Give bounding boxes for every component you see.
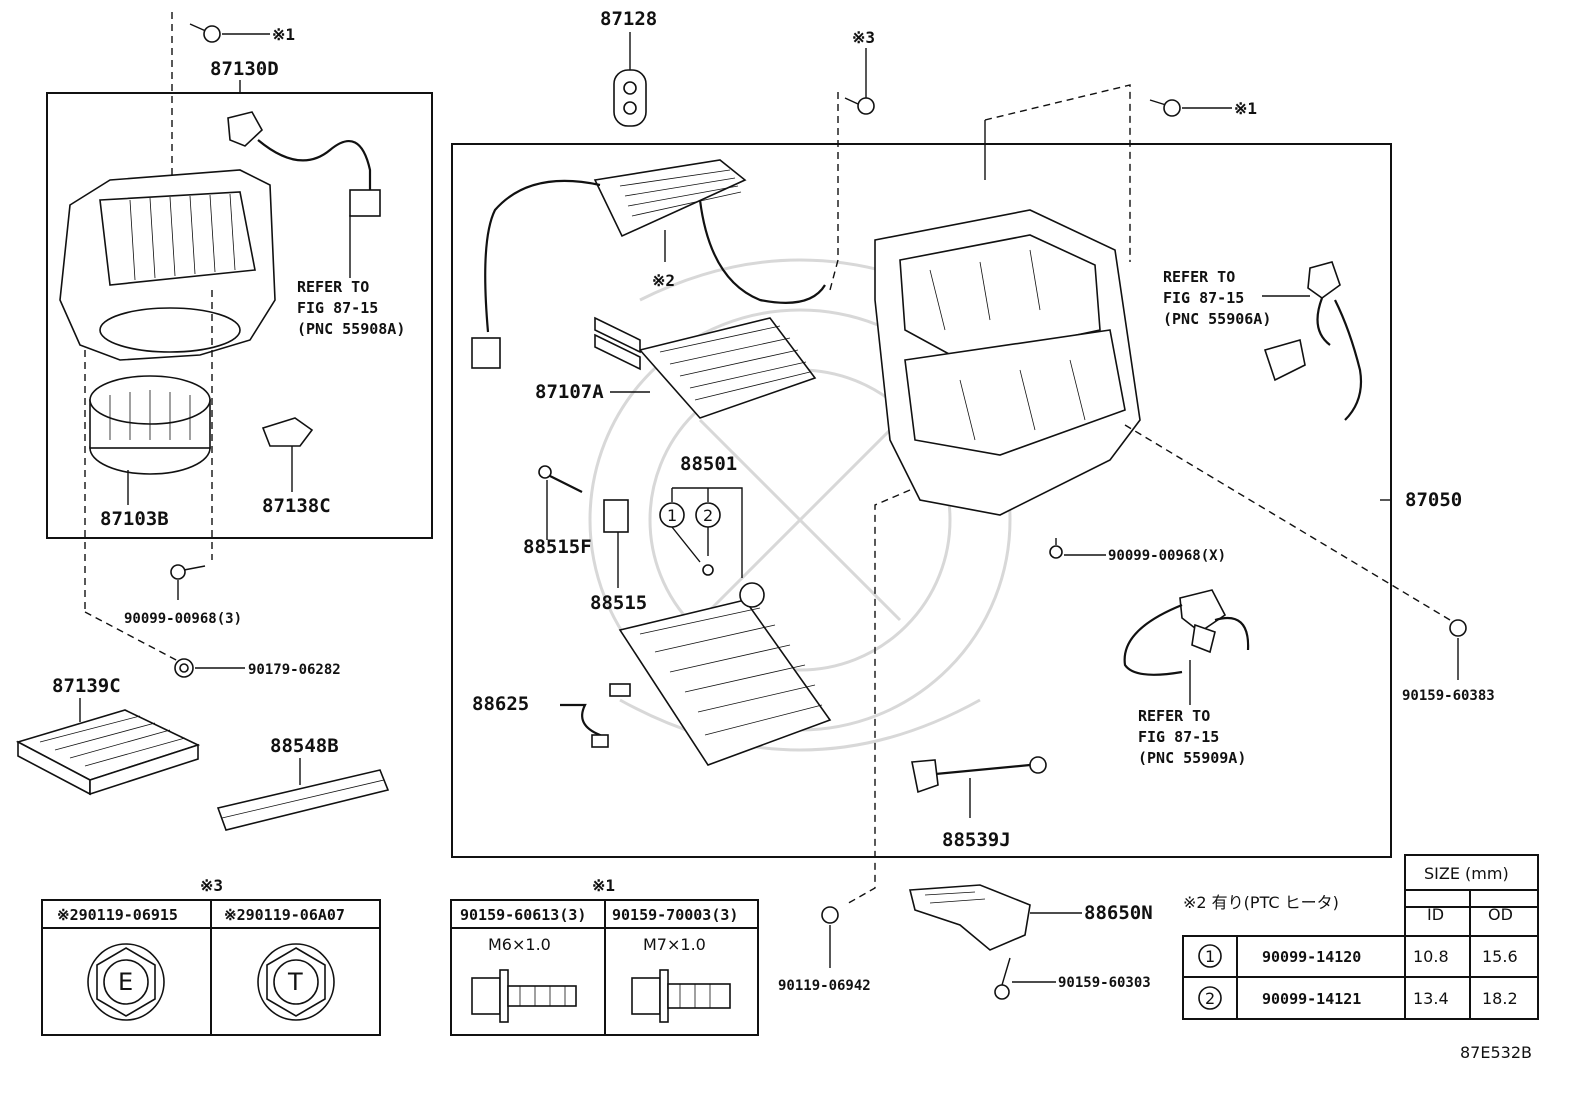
callout-88650N: 88650N — [1084, 902, 1153, 924]
svg-text:1: 1 — [667, 506, 677, 525]
size-row-2: 2 90099-14121 13.4 18.2 — [1198, 986, 1518, 1010]
callout-87050: 87050 — [1405, 489, 1462, 511]
callout-88501: 88501 — [680, 453, 737, 475]
blower-motor-icon — [89, 375, 211, 475]
svg-text:90099-14120: 90099-14120 — [1262, 948, 1361, 966]
ptc-heater-icon — [471, 159, 826, 369]
nut-col-1: ※290119-06915 — [57, 906, 178, 924]
sensor-icon — [908, 884, 1031, 951]
callout-90119-06942: 90119-06942 — [778, 978, 871, 994]
note-mark-3: ※3 — [852, 28, 875, 47]
svg-text:90099-14121: 90099-14121 — [1262, 990, 1361, 1008]
servo-motor-icon — [1123, 589, 1250, 676]
callout-87128: 87128 — [600, 8, 657, 30]
evaporator-icon — [618, 582, 832, 766]
callout-87103B: 87103B — [100, 508, 169, 530]
wire-harness-icon — [911, 756, 1047, 794]
grommet-icon — [613, 69, 647, 127]
diagram-code: 87E532B — [1460, 1043, 1532, 1062]
svg-text:10.8: 10.8 — [1413, 947, 1449, 966]
size-header: SIZE (mm) — [1424, 864, 1509, 883]
callout-88539J: 88539J — [942, 829, 1011, 851]
ref-55906A-line3: (PNC 55906A) — [1163, 310, 1271, 328]
note-mark-1: ※1 — [272, 25, 295, 44]
nut-icon — [844, 97, 875, 115]
callout-88515: 88515 — [590, 592, 647, 614]
seal-strip-icon — [216, 769, 390, 831]
o-ring-size-table: ※2 有り(PTC ヒータ) SIZE (mm) ID OD 1 90099-1… — [1182, 854, 1539, 1020]
o-ring-1-mark: 1 — [659, 502, 685, 528]
expansion-valve-icon — [603, 499, 629, 533]
note-mark-1: ※1 — [1234, 99, 1257, 118]
bolt-icon — [538, 465, 583, 493]
ref-55906A-line2: FIG 87-15 — [1163, 289, 1244, 307]
screw-icon — [821, 906, 839, 924]
od-header: OD — [1488, 905, 1513, 924]
ref-55908A-line3: (PNC 55908A) — [297, 320, 405, 338]
bolt-m7-icon — [631, 969, 731, 1023]
servo-motor-icon — [227, 111, 381, 217]
ref-55908A-line1: REFER TO — [297, 278, 369, 296]
callout-88625: 88625 — [472, 693, 529, 715]
bolt-table-title: ※1 — [592, 876, 615, 895]
nut-col-2: ※290119-06A07 — [224, 906, 345, 924]
callout-88515F: 88515F — [523, 536, 592, 558]
bolt-col-1: 90159-60613(3) — [460, 906, 586, 924]
callout-87138C: 87138C — [262, 495, 331, 517]
screw-icon — [189, 23, 270, 43]
screw-icon — [1049, 538, 1063, 559]
callout-90179-06282: 90179-06282 — [248, 662, 341, 678]
ptc-heater-note: ※2 有り(PTC ヒータ) — [1183, 893, 1339, 912]
svg-text:15.6: 15.6 — [1482, 947, 1518, 966]
bolt-table: ※1 90159-60613(3) 90159-70003(3) M6×1.0 … — [450, 876, 759, 1036]
size-row-1: 1 90099-14120 10.8 15.6 — [1198, 944, 1518, 968]
screw-icon — [1149, 99, 1181, 117]
hvac-case-icon — [874, 209, 1141, 516]
svg-text:E: E — [118, 968, 133, 996]
ref-55909A-line2: FIG 87-15 — [1138, 728, 1219, 746]
ref-55909A-line1: REFER TO — [1138, 707, 1210, 725]
servo-motor-icon — [1263, 261, 1363, 421]
screw-icon — [1449, 619, 1467, 637]
screw-icon — [994, 957, 1011, 1000]
svg-text:2: 2 — [703, 506, 713, 525]
blower-resistor-icon — [261, 417, 314, 447]
bolt-m6-icon — [471, 969, 577, 1023]
nut-e-icon: E — [87, 943, 165, 1021]
nut-table: ※3 ※290119-06915 ※290119-06A07 E T — [41, 876, 381, 1036]
ref-55909A-line3: (PNC 55909A) — [1138, 749, 1246, 767]
callout-90159-60303: 90159-60303 — [1058, 975, 1151, 991]
callout-87130D: 87130D — [210, 58, 279, 80]
callout-87139C: 87139C — [52, 675, 121, 697]
callout-88548B: 88548B — [270, 735, 339, 757]
svg-text:2: 2 — [1205, 989, 1215, 1008]
note-mark-2: ※2 — [652, 271, 675, 290]
callout-87107A: 87107A — [535, 381, 604, 403]
ref-55906A-line1: REFER TO — [1163, 268, 1235, 286]
air-filter-icon — [15, 709, 201, 796]
svg-text:18.2: 18.2 — [1482, 989, 1518, 1008]
nut-t-icon: T — [257, 943, 335, 1021]
bolt-spec-1: M6×1.0 — [488, 935, 551, 954]
id-header: ID — [1427, 905, 1444, 924]
bolt-col-2: 90159-70003(3) — [612, 906, 738, 924]
o-ring-2-mark: 2 — [695, 502, 721, 528]
ref-55908A-line2: FIG 87-15 — [297, 299, 378, 317]
svg-text:1: 1 — [1205, 947, 1215, 966]
nut-table-title: ※3 — [200, 876, 223, 895]
screw-icon — [170, 564, 206, 580]
callout-90099-00968-X: 90099-00968(X) — [1108, 548, 1226, 564]
callout-90159-60383: 90159-60383 — [1402, 688, 1495, 704]
svg-text:13.4: 13.4 — [1413, 989, 1449, 1008]
callout-90099-00968-3: 90099-00968(3) — [124, 611, 242, 627]
svg-text:T: T — [287, 968, 303, 996]
bolt-spec-2: M7×1.0 — [643, 935, 706, 954]
thermistor-icon — [560, 683, 631, 748]
heater-core-icon — [594, 316, 817, 419]
grommet-icon — [174, 658, 194, 678]
blower-housing-icon — [59, 169, 276, 361]
